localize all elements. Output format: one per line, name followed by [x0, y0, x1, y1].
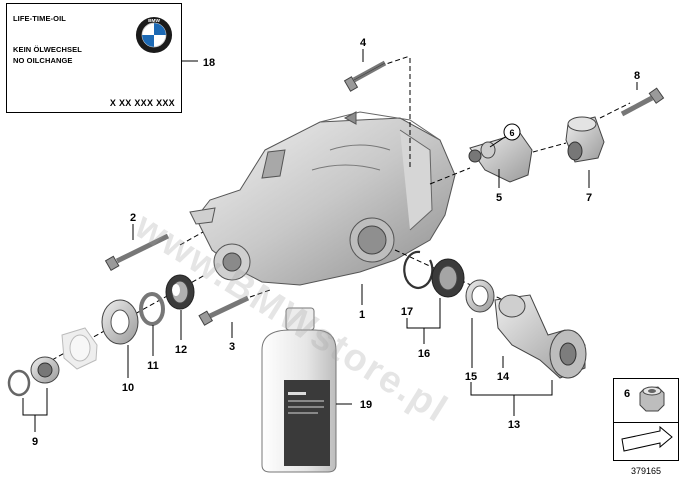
- bolt-8: [620, 87, 665, 117]
- differential-housing: [189, 111, 456, 286]
- callout-2: 2: [130, 212, 136, 224]
- label-no-oilchange: NO OILCHANGE: [13, 56, 73, 65]
- bmw-logo: BMW: [135, 16, 173, 54]
- callout-4: 4: [360, 37, 367, 49]
- seal-16: [431, 258, 465, 298]
- label-part-number: X XX XXX XXX: [109, 98, 175, 108]
- callout-6-circle: [503, 123, 521, 141]
- legend-illustration: 6: [621, 386, 673, 452]
- callout-13: 13: [508, 419, 520, 431]
- ring-15: [465, 279, 495, 313]
- callout-7: 7: [586, 192, 592, 204]
- circlip-17: [403, 250, 434, 289]
- callout-8: 8: [634, 70, 640, 82]
- shaft-sleeve: [61, 327, 98, 370]
- rubber-mount-7: [565, 116, 605, 163]
- bearing-9: [7, 356, 60, 397]
- bolt-2: [104, 233, 170, 272]
- callout-5: 5: [496, 192, 502, 204]
- oil-bottle-19: [261, 307, 337, 473]
- output-flange-14: [494, 294, 587, 379]
- legend-callout-6: 6: [624, 388, 630, 400]
- callout-9: 9: [32, 436, 38, 448]
- callout-15: 15: [465, 371, 477, 383]
- callout-1: 1: [359, 309, 365, 321]
- callout-17: 17: [401, 306, 413, 318]
- callout-19: 19: [360, 399, 372, 411]
- bolt-3: [198, 295, 250, 326]
- callout-18: 18: [203, 57, 215, 69]
- bracket-5: [468, 132, 533, 183]
- label-kein-oelwechsel: KEIN ÖLWECHSEL: [13, 45, 82, 54]
- arrow-icon: [621, 425, 673, 452]
- label-life-time-oil: LIFE-TIME-OIL: [13, 14, 66, 23]
- bmw-logo-text: BMW: [148, 18, 160, 24]
- callout-10: 10: [122, 382, 134, 394]
- oil-label-box: LIFE-TIME-OIL KEIN ÖLWECHSEL NO OILCHANG…: [6, 3, 182, 113]
- legend-box: 6: [613, 378, 679, 461]
- legend-divider: [614, 422, 678, 423]
- callout-16: 16: [418, 348, 430, 360]
- callout-6: 6: [509, 128, 514, 138]
- bolt-4: [343, 60, 387, 92]
- callout-12: 12: [175, 344, 187, 356]
- ring-11: [139, 292, 165, 326]
- shaft-seal-12: [165, 274, 195, 310]
- callout-3: 3: [229, 341, 235, 353]
- diagram-number: 379165: [631, 466, 662, 476]
- callout-11: 11: [147, 360, 159, 372]
- callout-14: 14: [497, 371, 510, 383]
- seal-10: [101, 299, 139, 345]
- callout-leaders: [22, 49, 638, 432]
- nut-6-icon: [639, 386, 665, 412]
